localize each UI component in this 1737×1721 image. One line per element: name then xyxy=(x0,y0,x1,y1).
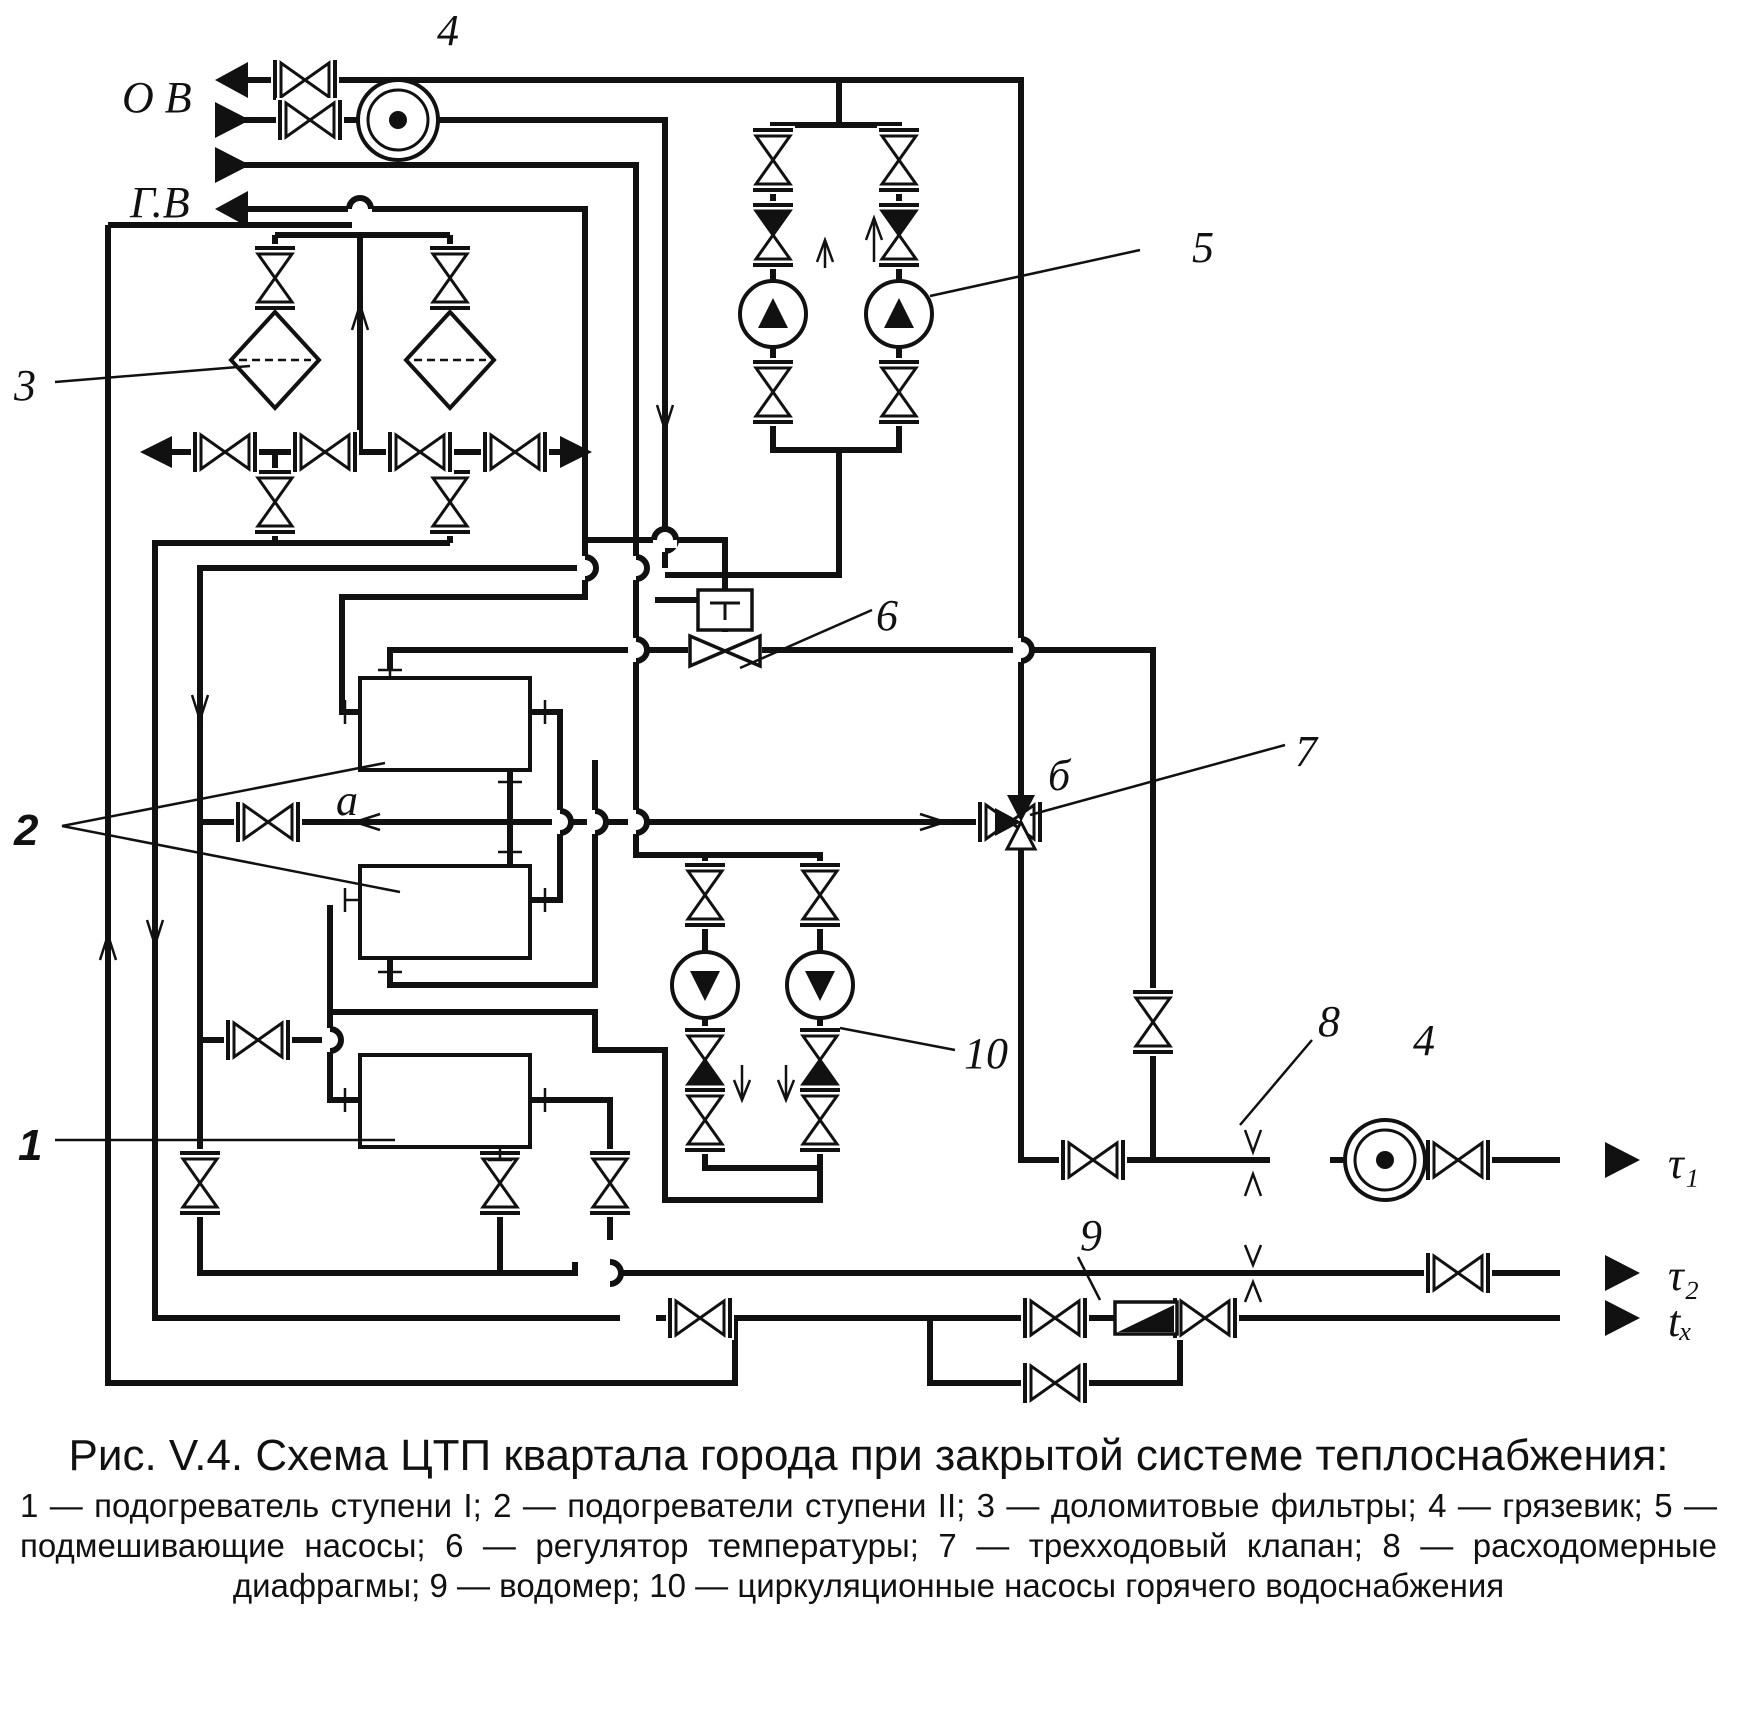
label-5: 5 xyxy=(1192,223,1214,272)
label-tau2: τ₂ xyxy=(1668,1251,1699,1300)
label-gv: Г.В xyxy=(129,178,190,227)
leader-lines xyxy=(54,248,1313,1301)
dolomite-filter-left xyxy=(229,310,321,410)
heater-stage2-lower xyxy=(358,864,532,960)
label-7: 7 xyxy=(1295,727,1319,776)
label-3: 3 xyxy=(13,361,36,410)
label-8: 8 xyxy=(1318,997,1340,1046)
mud-trap-top xyxy=(356,78,440,162)
label-b: б xyxy=(1048,751,1072,800)
circulation-pumps-10 xyxy=(670,950,855,1104)
heater-stage2-upper xyxy=(358,676,532,772)
label-9: 9 xyxy=(1080,1211,1102,1260)
figure-caption: Рис. V.4. Схема ЦТП квартала города при … xyxy=(20,1430,1717,1606)
water-meter-9 xyxy=(1113,1300,1179,1336)
label-tx: tₓ xyxy=(1668,1297,1693,1346)
label-10: 10 xyxy=(964,1029,1008,1078)
mixing-pumps-5 xyxy=(738,214,934,349)
caption-title: Рис. V.4. Схема ЦТП квартала города при … xyxy=(68,1431,1669,1480)
label-1: 1 xyxy=(18,1121,42,1170)
label-4-top: 4 xyxy=(437,6,459,55)
orifice-plates-8 xyxy=(1243,1129,1263,1303)
pipe-network xyxy=(105,77,1560,1386)
label-ov: О В xyxy=(122,73,192,122)
label-tau1: τ₁ xyxy=(1668,1139,1699,1188)
diagram-labels: О В Г.В τ₁ τ₂ tₓ а б 1 2 3 4 4 5 6 7 8 9… xyxy=(13,6,1699,1346)
label-a: а xyxy=(336,776,358,825)
flow-arrows xyxy=(98,62,1640,1336)
dolomite-filter-right xyxy=(404,310,496,410)
heat-substation-schematic: О В Г.В τ₁ τ₂ tₓ а б 1 2 3 4 4 5 6 7 8 9… xyxy=(13,6,1699,1407)
label-2: 2 xyxy=(13,806,39,855)
temperature-regulator-6 xyxy=(688,588,762,669)
caption-legend: 1 — подогреватель ступени I; 2 — подогре… xyxy=(20,1487,1717,1604)
mud-trap-right xyxy=(1343,1118,1427,1202)
label-6: 6 xyxy=(876,591,898,640)
three-way-valve-7 xyxy=(995,795,1038,851)
label-4-right: 4 xyxy=(1413,1016,1435,1065)
heater-stage1 xyxy=(358,1053,532,1149)
heaters xyxy=(343,668,547,1162)
